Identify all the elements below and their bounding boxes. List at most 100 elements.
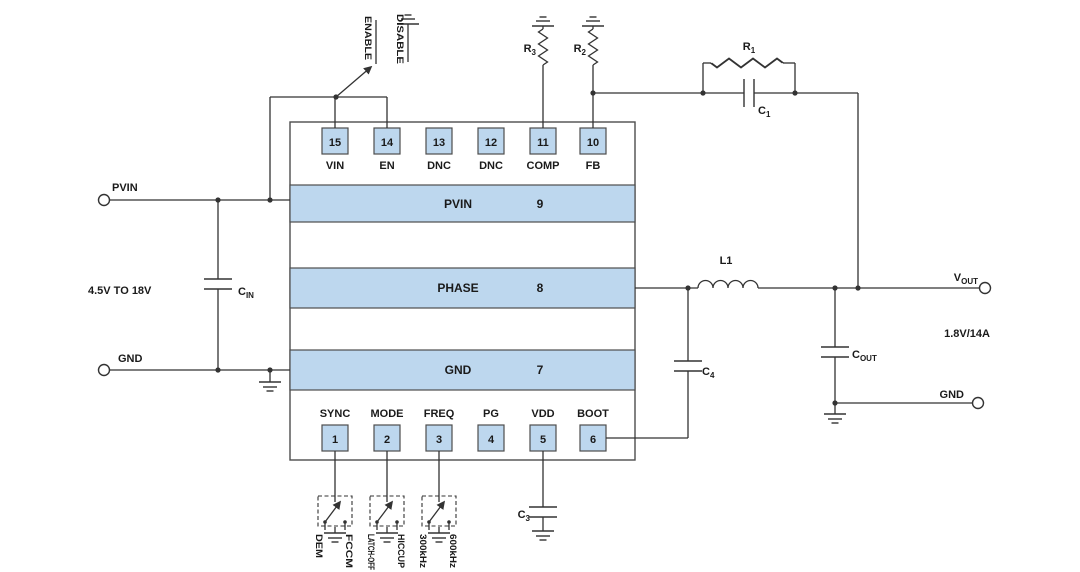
l1-label: L1	[720, 255, 733, 267]
gnd-bar-label: GND	[445, 363, 472, 377]
cin-label: CIN	[238, 286, 254, 300]
pin-13: 13 DNC	[425, 127, 453, 172]
output-rating-label: 1.8V/14A	[944, 328, 990, 340]
cout-label: COUT	[852, 349, 877, 363]
ic-body: PVIN 9 PHASE 8 GND 7 15 VIN 14 EN 13 DNC	[289, 121, 636, 461]
output-ground-symbol	[823, 403, 847, 424]
phase-bar-label: PHASE	[437, 281, 478, 295]
pvin-bar-number: 9	[537, 197, 544, 211]
pin-5-number: 5	[540, 434, 546, 446]
c1-label: C1	[758, 105, 771, 119]
sync-right-label: FCCM	[344, 534, 354, 568]
r2-resistor: R2	[574, 16, 605, 128]
pin-12-name: DNC	[479, 160, 503, 172]
pin-6-name: BOOT	[577, 408, 609, 420]
pvin-bar-label: PVIN	[444, 197, 472, 211]
compensation-network: R3 R2 C1 R1	[524, 16, 859, 288]
pin-15-name: VIN	[326, 160, 344, 172]
freq-strap-switch: 300kHz 600kHz	[418, 451, 458, 569]
c3-ground-symbol	[531, 530, 555, 541]
mode-right-label: HICCUP	[396, 534, 406, 568]
mode-strap-switch: LATCH-OFF HICCUP	[366, 451, 406, 570]
pin-15-number: 15	[329, 137, 341, 149]
sync-strap-switch: DEM FCCM	[314, 451, 354, 568]
pin-14-name: EN	[379, 160, 394, 172]
pin-5: VDD 5	[529, 408, 557, 452]
pin-1: SYNC 1	[320, 408, 351, 452]
vout-label: VOUT	[954, 272, 978, 286]
output-gnd-terminal	[971, 396, 985, 410]
pin-3: FREQ 3	[424, 408, 455, 452]
pin-11-name: COMP	[527, 160, 560, 172]
mode-left-label: LATCH-OFF	[366, 534, 376, 570]
pin-1-number: 1	[332, 434, 338, 446]
pin-14-number: 14	[381, 137, 394, 149]
pin-13-number: 13	[433, 137, 445, 149]
mode-ground-symbol	[375, 532, 399, 543]
pin-10-name: FB	[586, 160, 601, 172]
pin-14: 14 EN	[373, 127, 401, 172]
pin-12-number: 12	[485, 137, 497, 149]
pin-11-number: 11	[537, 137, 549, 149]
r3-resistor: R3	[524, 16, 555, 128]
sync-switch-arm	[324, 500, 342, 523]
r1-label: R1	[743, 41, 756, 55]
pvin-terminal	[97, 193, 111, 207]
freq-switch-arm	[428, 500, 446, 523]
freq-right-label: 600kHz	[448, 534, 458, 569]
pin-2-number: 2	[384, 434, 390, 446]
input-gnd-terminal	[97, 363, 111, 377]
voltage-range-label: 4.5V TO 18V	[88, 285, 152, 297]
pin-4-number: 4	[488, 434, 495, 446]
c3-label: C3	[518, 509, 531, 523]
pin-3-name: FREQ	[424, 408, 455, 420]
c4-capacitor: C4	[606, 288, 715, 439]
enable-switch: ENABLE DISABLE	[269, 14, 420, 200]
pin-5-name: VDD	[531, 408, 554, 420]
phase-bar-number: 8	[537, 281, 544, 295]
gnd-bar: GND 7	[289, 349, 636, 391]
pin-1-name: SYNC	[320, 408, 351, 420]
sync-ground-symbol	[323, 532, 347, 543]
pvin-terminal-label: PVIN	[112, 182, 138, 194]
enable-switch-arm	[335, 65, 373, 98]
disable-label: DISABLE	[395, 14, 405, 64]
input-section: PVIN GND 4.5V TO 18V CIN	[88, 182, 290, 392]
pin-13-name: DNC	[427, 160, 451, 172]
enable-label: ENABLE	[363, 16, 373, 60]
r2-label: R2	[574, 43, 587, 57]
pin-2: MODE 2	[371, 408, 404, 452]
freq-left-label: 300kHz	[418, 534, 428, 569]
gnd-bar-number: 7	[537, 363, 544, 377]
c3-capacitor: C3	[518, 451, 558, 541]
pin-10-number: 10	[587, 137, 599, 149]
phase-bar: PHASE 8	[289, 267, 636, 309]
pin-6-number: 6	[590, 434, 596, 446]
input-gnd-label: GND	[118, 353, 143, 365]
mode-switch-arm	[376, 500, 394, 523]
c1-capacitor	[743, 78, 755, 108]
l1-inductor	[697, 279, 759, 289]
pin-12: 12 DNC	[477, 127, 505, 172]
cout-capacitor: COUT	[820, 288, 877, 403]
pin-10: 10 FB	[579, 127, 607, 172]
pin-4-name: PG	[483, 408, 499, 420]
pin-11: 11 COMP	[527, 127, 560, 172]
output-gnd-label: GND	[940, 389, 965, 401]
r3-label: R3	[524, 43, 537, 57]
output-section: L1 VOUT 1.8V/14A C4 COUT GND	[606, 255, 992, 439]
freq-ground-symbol	[427, 532, 451, 543]
c4-label: C4	[702, 366, 715, 380]
pin-4: PG 4	[477, 408, 505, 452]
r1-resistor: R1	[702, 41, 796, 93]
pvin-bar: PVIN 9	[289, 184, 636, 223]
pin-2-name: MODE	[371, 408, 404, 420]
vout-terminal	[978, 281, 992, 295]
cin-capacitor: CIN	[203, 200, 254, 370]
pin-6: BOOT 6	[577, 408, 609, 452]
input-ground-symbol	[258, 370, 282, 392]
pin-15: 15 VIN	[321, 127, 349, 172]
pin-3-number: 3	[436, 434, 442, 446]
